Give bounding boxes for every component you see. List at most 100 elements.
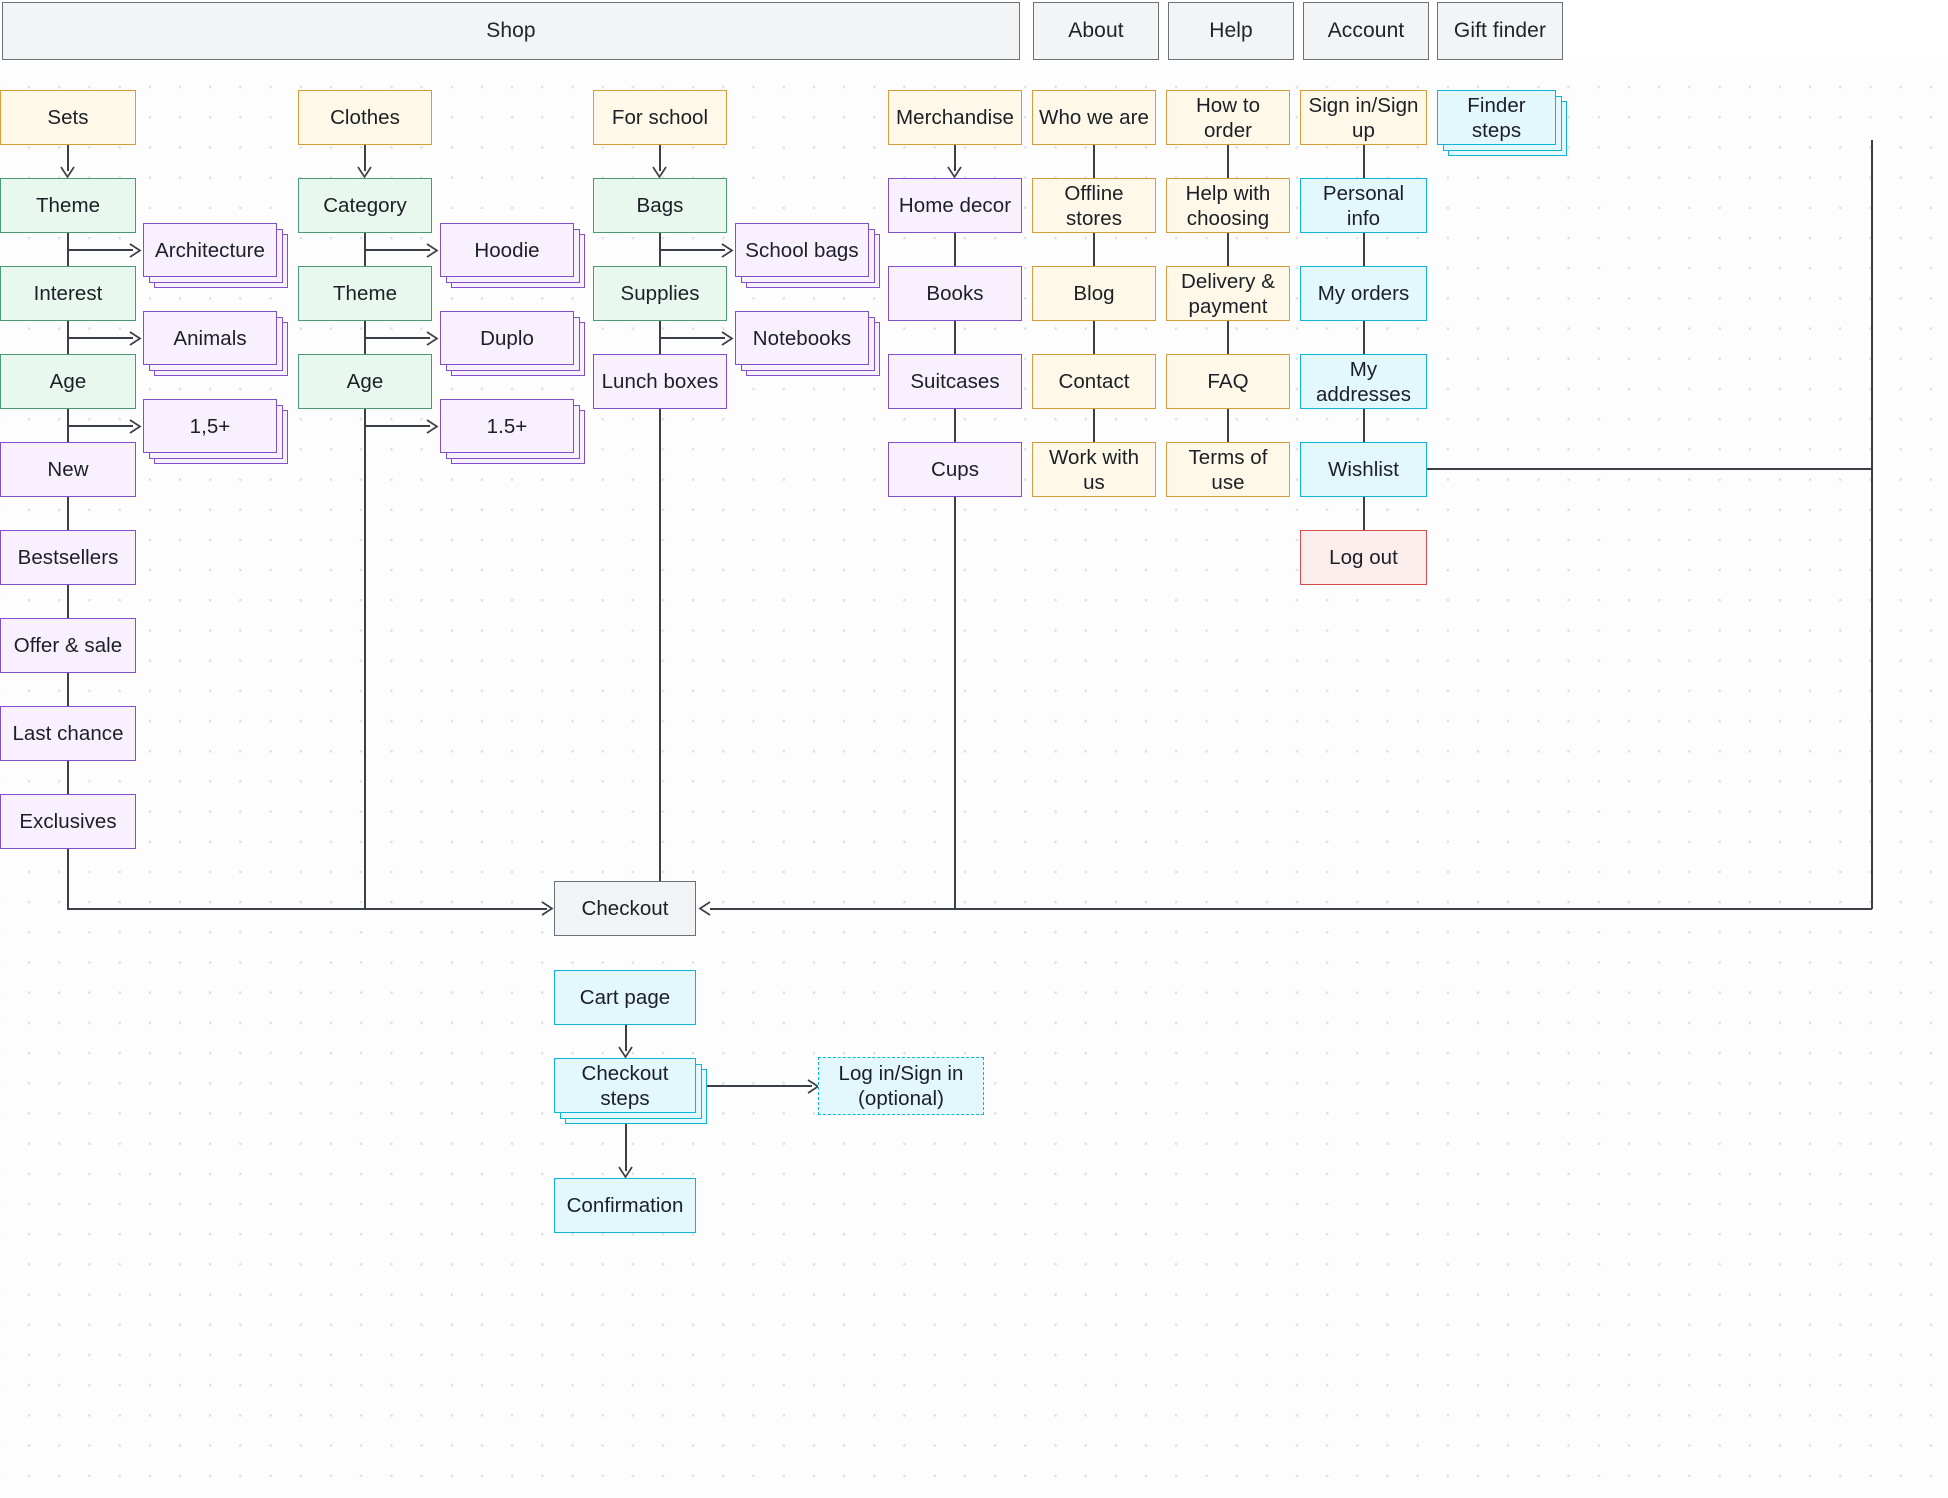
node-sets-theme[interactable]: Theme <box>0 178 136 233</box>
node-contact[interactable]: Contact <box>1032 354 1156 409</box>
node-sets-offer-sale[interactable]: Offer & sale <box>0 618 136 673</box>
connector-clothes-spine <box>364 233 366 909</box>
node-finder-steps[interactable]: Finder steps <box>1437 90 1556 145</box>
sitemap-canvas: Sets Theme Interest Age New Bestsellers … <box>0 62 1948 1498</box>
node-cart-page[interactable]: Cart page <box>554 970 696 1025</box>
node-my-orders[interactable]: My orders <box>1300 266 1427 321</box>
connector-supplies-to-notebooks <box>659 337 725 339</box>
node-sets-new[interactable]: New <box>0 442 136 497</box>
node-who-we-are[interactable]: Who we are <box>1032 90 1156 145</box>
node-finder-steps-stack[interactable]: Finder steps <box>1437 90 1567 156</box>
node-sets-option-age[interactable]: 1,5+ <box>143 399 277 453</box>
node-merchandise[interactable]: Merchandise <box>888 90 1022 145</box>
connector-category-to-hoodie <box>364 249 430 251</box>
node-sets-option-architecture[interactable]: Architecture <box>143 223 277 277</box>
node-terms-of-use[interactable]: Terms of use <box>1166 442 1290 497</box>
node-blog[interactable]: Blog <box>1032 266 1156 321</box>
node-clothes-category[interactable]: Category <box>298 178 432 233</box>
node-sign-in-sign-up[interactable]: Sign in/Sign up <box>1300 90 1427 145</box>
arrowhead-into-checkout-left <box>541 901 554 916</box>
node-sets-option-animals[interactable]: Animals <box>143 311 277 365</box>
arrowhead-category-to-hoodie <box>426 243 439 258</box>
node-clothes[interactable]: Clothes <box>298 90 432 145</box>
connector-wishlist-to-log-out <box>1363 497 1365 530</box>
node-sets-last-chance[interactable]: Last chance <box>0 706 136 761</box>
node-clothes-age[interactable]: Age <box>298 354 432 409</box>
node-faq[interactable]: FAQ <box>1166 354 1290 409</box>
connector-right-rail-to-checkout <box>710 908 1872 910</box>
node-clothes-option-duplo[interactable]: Duplo <box>440 311 574 365</box>
arrowhead-bags-to-school-bags <box>721 243 734 258</box>
node-offline-stores[interactable]: Offline stores <box>1032 178 1156 233</box>
login-optional-line-1: Log in/Sign in <box>838 1062 964 1085</box>
node-sets-option-age-stack[interactable]: 1,5+ <box>143 399 288 464</box>
arrowhead-school-to-bags <box>652 166 667 179</box>
tab-about[interactable]: About <box>1033 2 1159 60</box>
node-school-option-notebooks-stack[interactable]: Notebooks <box>735 311 880 376</box>
node-sets-exclusives[interactable]: Exclusives <box>0 794 136 849</box>
connector-wishlist-to-finder-rail <box>1427 468 1872 470</box>
node-clothes-option-hoodie-stack[interactable]: Hoodie <box>440 223 585 288</box>
tab-shop[interactable]: Shop <box>2 2 1020 60</box>
arrowhead-supplies-to-notebooks <box>721 331 734 346</box>
tab-gift-finder[interactable]: Gift finder <box>1437 2 1563 60</box>
node-clothes-option-age-stack[interactable]: 1.5+ <box>440 399 585 464</box>
arrowhead-cart-to-steps <box>618 1046 633 1059</box>
node-sets-bestsellers[interactable]: Bestsellers <box>0 530 136 585</box>
node-clothes-option-duplo-stack[interactable]: Duplo <box>440 311 585 376</box>
node-school-option-notebooks[interactable]: Notebooks <box>735 311 869 365</box>
node-how-to-order[interactable]: How to order <box>1166 90 1290 145</box>
connector-school-spine <box>659 233 661 909</box>
connector-steps-to-confirmation <box>625 1113 627 1171</box>
node-confirmation[interactable]: Confirmation <box>554 1178 696 1233</box>
connector-merch-to-home-decor <box>954 145 956 171</box>
connector-theme-to-duplo <box>364 337 430 339</box>
arrowhead-steps-to-confirmation <box>618 1166 633 1179</box>
node-for-school[interactable]: For school <box>593 90 727 145</box>
node-school-option-school-bags[interactable]: School bags <box>735 223 869 277</box>
node-for-school-lunch-boxes[interactable]: Lunch boxes <box>593 354 727 409</box>
node-sets-interest[interactable]: Interest <box>0 266 136 321</box>
node-personal-info[interactable]: Personal info <box>1300 178 1427 233</box>
node-sets-age[interactable]: Age <box>0 354 136 409</box>
node-sets-option-architecture-stack[interactable]: Architecture <box>143 223 288 288</box>
node-sets-option-animals-stack[interactable]: Animals <box>143 311 288 376</box>
node-for-school-bags[interactable]: Bags <box>593 178 727 233</box>
arrowhead-sets-to-theme <box>60 166 75 179</box>
node-my-addresses[interactable]: My addresses <box>1300 354 1427 409</box>
node-wishlist[interactable]: Wishlist <box>1300 442 1427 497</box>
node-log-out[interactable]: Log out <box>1300 530 1427 585</box>
node-clothes-option-age[interactable]: 1.5+ <box>440 399 574 453</box>
arrowhead-theme-to-architecture <box>129 243 142 258</box>
arrowhead-merch-to-home-decor <box>947 166 962 179</box>
node-checkout-steps[interactable]: Checkout steps <box>554 1058 696 1113</box>
node-clothes-theme[interactable]: Theme <box>298 266 432 321</box>
connector-cart-to-steps <box>625 1025 627 1051</box>
connector-theme-to-architecture <box>67 249 133 251</box>
node-school-option-school-bags-stack[interactable]: School bags <box>735 223 880 288</box>
arrowhead-theme-to-duplo <box>426 331 439 346</box>
node-merchandise-home-decor[interactable]: Home decor <box>888 178 1022 233</box>
node-merchandise-books[interactable]: Books <box>888 266 1022 321</box>
node-help-with-choosing[interactable]: Help with choosing <box>1166 178 1290 233</box>
login-optional-line-2: (optional) <box>858 1087 944 1110</box>
connector-interest-to-animals <box>67 337 133 339</box>
node-delivery-payment[interactable]: Delivery & payment <box>1166 266 1290 321</box>
node-merchandise-suitcases[interactable]: Suitcases <box>888 354 1022 409</box>
node-for-school-supplies[interactable]: Supplies <box>593 266 727 321</box>
node-checkout[interactable]: Checkout <box>554 881 696 936</box>
node-work-with-us[interactable]: Work with us <box>1032 442 1156 497</box>
node-login-optional[interactable]: Log in/Sign in (optional) <box>818 1057 984 1115</box>
connector-steps-to-login <box>706 1085 812 1087</box>
node-checkout-steps-stack[interactable]: Checkout steps <box>554 1058 707 1124</box>
connector-merch-spine <box>954 233 956 909</box>
connector-sets-to-theme <box>67 145 69 171</box>
tab-help[interactable]: Help <box>1168 2 1294 60</box>
node-merchandise-cups[interactable]: Cups <box>888 442 1022 497</box>
node-clothes-option-hoodie[interactable]: Hoodie <box>440 223 574 277</box>
connector-clothesage-to-option <box>364 425 430 427</box>
connector-age-to-option <box>67 425 133 427</box>
connector-sets-down-to-checkout <box>67 849 69 909</box>
tab-account[interactable]: Account <box>1303 2 1429 60</box>
node-sets[interactable]: Sets <box>0 90 136 145</box>
